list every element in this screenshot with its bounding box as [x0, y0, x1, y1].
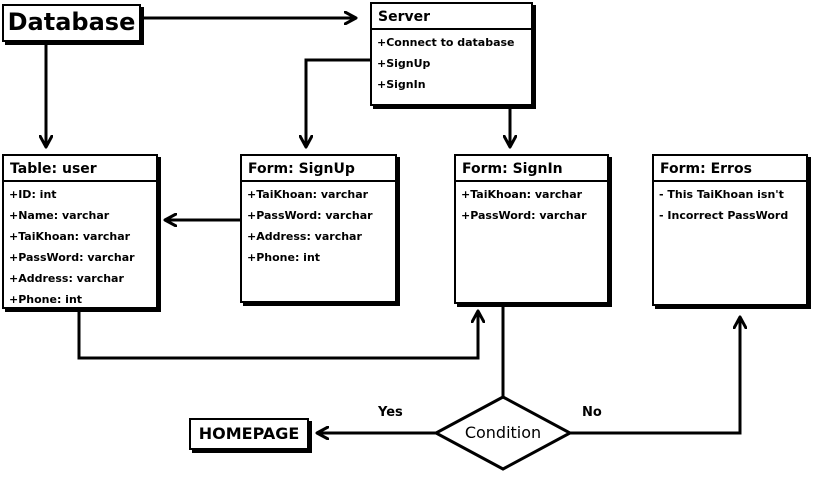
table-user-node: Table: user +ID: int +Name: varchar +Tai…	[2, 154, 158, 309]
table-user-field: +Name: varchar	[9, 209, 110, 222]
no-label: No	[582, 405, 602, 420]
form-signup-node: Form: SignUp +TaiKhoan: varchar +PassWor…	[240, 154, 397, 303]
form-signup-title: Form: SignUp	[242, 156, 395, 182]
server-node: Server +Connect to database +SignUp +Sig…	[370, 2, 533, 106]
form-erros-title: Form: Erros	[654, 156, 806, 182]
table-user-body: +ID: int +Name: varchar +TaiKhoan: varch…	[4, 182, 156, 310]
table-user-field: +ID: int	[9, 188, 57, 201]
form-signup-field: +Phone: int	[247, 251, 321, 264]
form-erros-body: - This TaiKhoan isn't - Incorrect PassWo…	[654, 182, 806, 226]
server-body: +Connect to database +SignUp +SignIn	[372, 30, 531, 95]
database-label: Database	[7, 8, 136, 36]
form-erros-field: - This TaiKhoan isn't	[659, 188, 784, 201]
condition-diamond	[432, 395, 574, 471]
homepage-node: HOMEPAGE	[189, 418, 309, 450]
form-signup-body: +TaiKhoan: varchar +PassWord: varchar +A…	[242, 182, 395, 268]
table-user-field: +Address: varchar	[9, 272, 124, 285]
server-item: +SignUp	[377, 57, 431, 70]
form-signin-body: +TaiKhoan: varchar +PassWord: varchar	[456, 182, 607, 226]
table-user-title: Table: user	[4, 156, 156, 182]
form-signup-field: +TaiKhoan: varchar	[247, 188, 369, 201]
edge-table-user-to-signin	[77, 310, 478, 360]
table-user-field: +Phone: int	[9, 293, 83, 306]
server-title: Server	[372, 4, 531, 30]
homepage-label: HOMEPAGE	[198, 424, 300, 443]
form-signin-node: Form: SignIn +TaiKhoan: varchar +PassWor…	[454, 154, 609, 304]
server-item: +Connect to database	[377, 36, 515, 49]
server-item: +SignIn	[377, 78, 426, 91]
condition-label: Condition	[464, 423, 542, 442]
form-signup-field: +Address: varchar	[247, 230, 362, 243]
form-signin-field: +TaiKhoan: varchar	[461, 188, 583, 201]
form-erros-node: Form: Erros - This TaiKhoan isn't - Inco…	[652, 154, 808, 306]
form-signin-title: Form: SignIn	[456, 156, 607, 182]
edge-server-to-signup	[306, 58, 372, 146]
table-user-field: +TaiKhoan: varchar	[9, 230, 131, 243]
form-signup-field: +PassWord: varchar	[247, 209, 373, 222]
form-signin-field: +PassWord: varchar	[461, 209, 587, 222]
edge-condition-to-erros	[570, 318, 740, 435]
form-erros-field: - Incorrect PassWord	[659, 209, 789, 222]
database-node: Database	[2, 4, 141, 42]
yes-label: Yes	[378, 405, 403, 420]
table-user-field: +PassWord: varchar	[9, 251, 135, 264]
